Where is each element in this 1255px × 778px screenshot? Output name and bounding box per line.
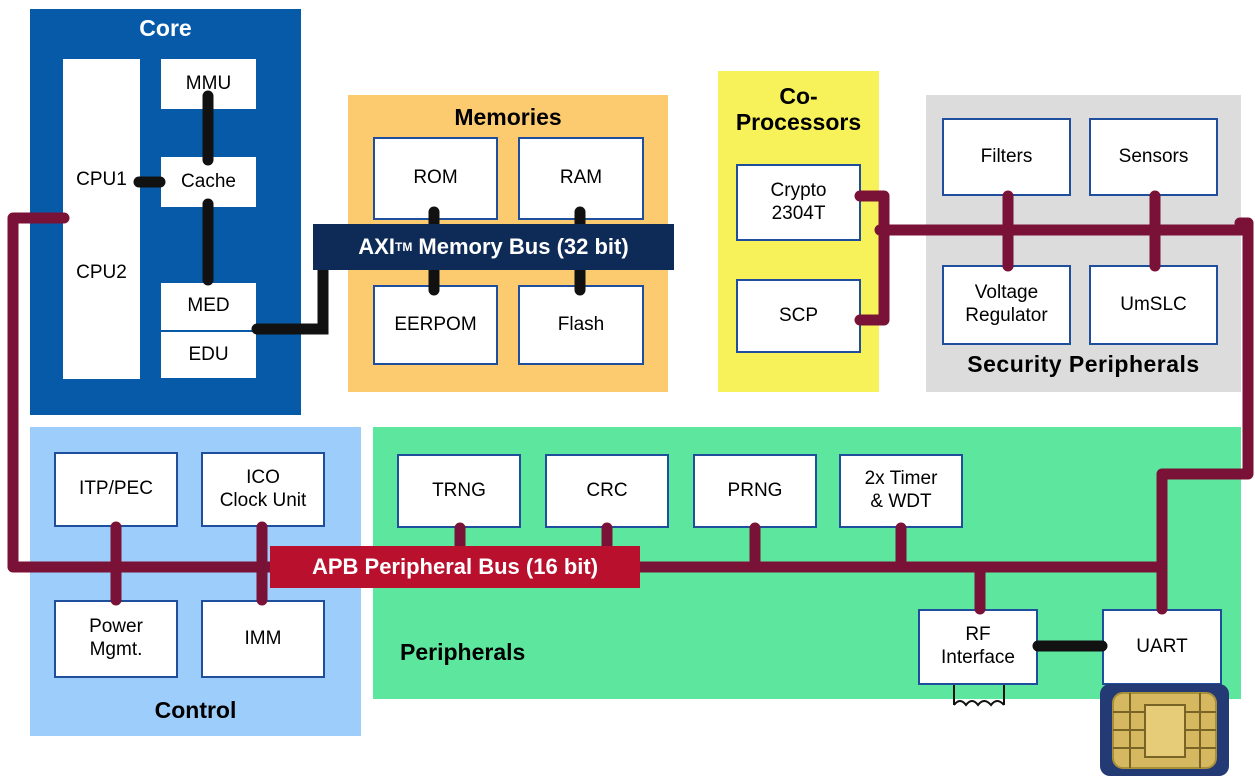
filters-box: Filters: [942, 118, 1071, 196]
cache-label: Cache: [181, 170, 236, 192]
edu-box: EDU: [161, 332, 256, 378]
ico-clock-unit-label: ICO Clock Unit: [219, 466, 307, 511]
coprocessors-title-line1: Co-: [779, 83, 818, 109]
eeprom-label: EERPOM: [394, 313, 477, 335]
power-mgmt-label: Power Mgmt.: [89, 616, 143, 660]
crypto-box: Crypto 2304T: [736, 164, 861, 241]
umslc-box: UmSLC: [1089, 265, 1218, 345]
axi-label-rest: Memory Bus (32 bit): [412, 234, 629, 259]
apb-label: APB Peripheral Bus (16 bit): [311, 554, 599, 579]
voltage-regulator-box: Voltage Regulator: [942, 265, 1071, 345]
control-title: Control: [154, 697, 237, 723]
umslc-label: UmSLC: [1120, 293, 1187, 315]
smartcard-chip-icon: [1100, 684, 1229, 776]
sensors-label: Sensors: [1118, 145, 1189, 167]
med-box: MED: [161, 283, 256, 330]
mmu-label: MMU: [185, 72, 232, 94]
trng-box: TRNG: [397, 454, 521, 528]
timer-wdt-label: 2x Timer & WDT: [864, 468, 938, 512]
crc-box: CRC: [545, 454, 669, 528]
coil-antenna-icon: [953, 685, 1005, 707]
coproc-link: [854, 190, 890, 326]
axi-label-tm: TM: [394, 240, 413, 254]
apb-main-line: [7, 212, 1168, 573]
flash-box: Flash: [518, 285, 644, 365]
sensors-box: Sensors: [1089, 118, 1218, 196]
rf-interface-label: RF Interface: [941, 624, 1015, 668]
rom-label: ROM: [413, 167, 458, 189]
axi-memory-bus: [133, 90, 586, 335]
med-axi-link: [251, 264, 329, 335]
edu-label: EDU: [188, 343, 229, 365]
peripherals-title: Peripherals: [400, 639, 526, 665]
coprocessors-title-line2: Processors: [735, 108, 862, 135]
prng-box: PRNG: [693, 454, 817, 528]
cpu2-label: CPU2: [76, 262, 127, 283]
ram-label: RAM: [559, 167, 603, 189]
core-title: Core: [139, 15, 192, 41]
mmu-box: MMU: [161, 59, 256, 109]
itp-pec-box: ITP/PEC: [54, 452, 178, 527]
power-mgmt-box: Power Mgmt.: [54, 600, 178, 678]
flash-label: Flash: [557, 313, 605, 335]
uart-label: UART: [1136, 635, 1188, 657]
axi-label-main: AXI: [358, 234, 395, 259]
scp-label: SCP: [778, 304, 819, 326]
imm-box: IMM: [201, 600, 325, 678]
scp-box: SCP: [736, 279, 861, 353]
timer-wdt-box: 2x Timer & WDT: [839, 454, 963, 528]
memories-title: Memories: [454, 104, 562, 130]
trng-label: TRNG: [432, 479, 486, 501]
coprocessors-title: Co- Processors: [718, 83, 879, 136]
prng-label: PRNG: [727, 479, 783, 501]
ico-clock-unit-box: ICO Clock Unit: [201, 452, 325, 527]
ram-box: RAM: [518, 137, 644, 220]
apb-peripheral-bus-label: APB Peripheral Bus (16 bit): [270, 546, 640, 588]
imm-label: IMM: [244, 627, 282, 649]
cpu1-label: CPU1: [76, 169, 127, 190]
rf-interface-box: RF Interface: [918, 609, 1038, 685]
voltage-regulator-label: Voltage Regulator: [965, 282, 1048, 326]
crypto-label: Crypto 2304T: [770, 179, 827, 224]
med-label: MED: [187, 295, 230, 317]
uart-right-riser: [1156, 217, 1254, 615]
cpu-block: CPU1 CPU2: [63, 59, 140, 379]
security-peripherals-title: Security Peripherals: [967, 351, 1200, 377]
filters-label: Filters: [980, 145, 1033, 167]
itp-pec-label: ITP/PEC: [79, 478, 153, 500]
rom-box: ROM: [373, 137, 498, 220]
crc-label: CRC: [586, 479, 628, 501]
